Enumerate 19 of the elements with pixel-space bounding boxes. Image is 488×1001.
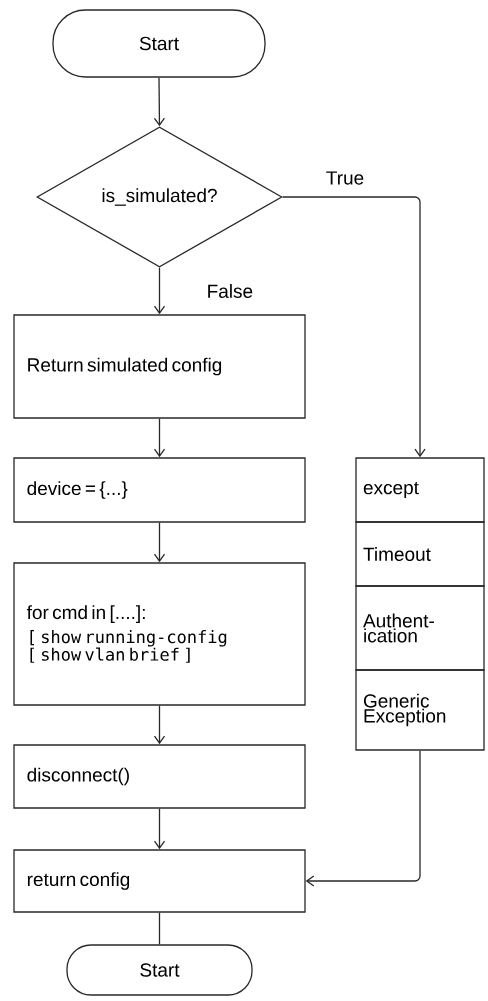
exception-cell: Generic Exception — [355, 669, 485, 751]
arrow — [153, 808, 166, 850]
edge-label: False — [205, 283, 255, 299]
arrow — [305, 750, 421, 887]
process-box: device = {...} — [13, 457, 306, 523]
arrow — [153, 418, 166, 458]
arrow — [153, 77, 166, 127]
exception-cell: Timeout — [355, 521, 485, 587]
arrow — [153, 522, 166, 563]
arrow — [282, 196, 426, 458]
exception-cell: except — [355, 457, 485, 523]
edge-label: True — [324, 170, 366, 186]
process-box: for cmd in [....]: [ show running-config [ show vlan brief ] — [13, 562, 306, 706]
arrow — [153, 705, 166, 745]
arrow — [153, 267, 166, 315]
process-box: disconnect() — [13, 744, 306, 809]
exception-cell: Authent-ication — [355, 585, 485, 671]
process-box: return config — [13, 849, 306, 913]
process-box: Return simulated config — [13, 314, 306, 419]
